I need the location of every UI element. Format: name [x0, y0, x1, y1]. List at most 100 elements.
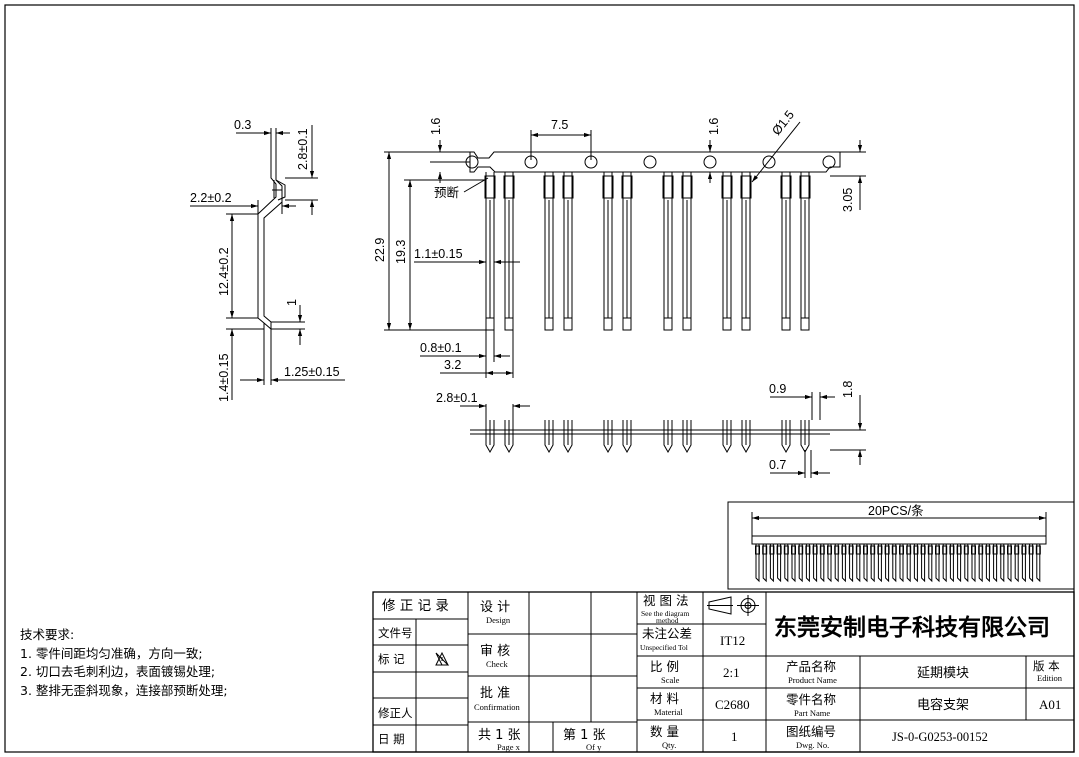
note-item: 2. 切口去毛刺利边，表面镀锡处理; — [20, 664, 216, 679]
part-name-label: 零件名称 — [786, 692, 836, 707]
strip-pin — [870, 544, 875, 583]
strip-pin-head — [805, 545, 811, 555]
strip-pin-head — [827, 545, 832, 555]
strip-pin — [978, 544, 983, 583]
strip-pin-head — [927, 545, 933, 555]
tolerance-value: IT12 — [720, 633, 745, 648]
strip-pin-head — [963, 545, 969, 555]
title-block-text: 修 正 记 录 文件号 标 记 修正人 日 期 设 计 Design 审 核 C… — [378, 593, 1063, 752]
date-label: 日 期 — [378, 732, 405, 746]
strip-pin-head — [1028, 545, 1034, 555]
front-dim-1-6-left: 1.6 — [429, 118, 443, 135]
qty-en: Qty. — [662, 740, 676, 750]
confirm-label: 批 准 — [480, 686, 510, 701]
product-name-en: Product Name — [788, 675, 837, 685]
qty-label: 数 量 — [650, 724, 679, 739]
front-view-dims: 1.6 7.5 1.6 Ø1.5 3.05 22.9 19.3 1.1±0.15… — [373, 108, 855, 372]
pin — [741, 172, 751, 331]
pilot-hole — [762, 155, 776, 169]
strip-pin — [1007, 544, 1012, 583]
strip-pin-head — [1014, 545, 1020, 555]
company-name: 东莞安制电子科技有限公司 — [774, 614, 1050, 641]
strip-pin-head — [971, 545, 976, 555]
bottom-pin — [603, 420, 613, 454]
pin-head — [621, 175, 633, 199]
strip-pin — [1000, 544, 1005, 583]
check-label: 审 核 — [480, 644, 510, 659]
note-item: 1. 零件间距均匀准确，方向一致; — [20, 645, 203, 661]
design-label: 设 计 — [480, 600, 510, 615]
strip-pin — [935, 544, 940, 583]
tolerance-label: 未注公差 — [642, 626, 692, 641]
side-view — [190, 125, 345, 400]
strip-pin — [1014, 544, 1019, 583]
total-sheets-label: 共 1 张 — [478, 728, 521, 743]
strip-pin — [971, 544, 976, 583]
bottom-dim-1-8: 1.8 — [841, 381, 855, 398]
side-dim-1-25: 1.25±0.15 — [284, 365, 340, 379]
notes-title: 技术要求: — [20, 627, 75, 642]
bottom-pins — [485, 420, 810, 454]
front-dim-7-5: 7.5 — [551, 118, 568, 132]
bottom-pin — [563, 420, 573, 454]
pin-head — [662, 175, 674, 199]
strip-pin — [820, 544, 825, 583]
bottom-dim-0-9: 0.9 — [769, 382, 786, 396]
strip-pin — [885, 544, 890, 583]
edition-label: 版 本 — [1033, 659, 1060, 673]
title-block-grid — [372, 591, 1075, 753]
bottom-pin — [622, 420, 632, 454]
bottom-view — [460, 392, 866, 478]
warning-triangle-icon — [435, 651, 450, 666]
strip-pins — [755, 544, 1041, 583]
strip-pin — [841, 544, 846, 583]
scale-en: Scale — [661, 675, 680, 685]
bottom-pin — [781, 420, 791, 454]
strip-pin-head — [985, 545, 991, 555]
carrier-strip — [469, 151, 841, 173]
strip-pin — [784, 544, 789, 583]
strip-pin — [1036, 544, 1041, 583]
strip-pin-head — [855, 545, 861, 555]
strip-pin — [798, 544, 803, 583]
strip-pin-head — [848, 545, 854, 555]
front-dim-1-6-right: 1.6 — [707, 118, 721, 135]
scale-label: 比 例 — [650, 659, 679, 674]
strip-pin — [849, 544, 854, 583]
side-dim-2-2: 2.2±0.2 — [190, 191, 232, 205]
strip-pin-head — [769, 545, 775, 555]
check-label-en: Check — [486, 659, 508, 669]
strip-pin-head — [1007, 545, 1012, 555]
strip-inset — [727, 501, 1075, 590]
strip-pin — [928, 544, 933, 583]
strip-pin-head — [776, 545, 782, 555]
side-profile — [257, 140, 283, 331]
side-view-dims: 0.3 2.8±0.1 2.2±0.2 12.4±0.2 1 1.4±0.15 … — [190, 118, 340, 402]
front-view — [384, 121, 866, 378]
strip-pin — [834, 544, 839, 583]
strip-pin — [777, 544, 782, 583]
dwg-no-en: Dwg. No. — [796, 740, 829, 750]
scale-value: 2:1 — [723, 665, 740, 680]
strip-quantity-label: 20PCS/条 — [868, 504, 924, 518]
pin-head — [602, 175, 614, 199]
strip-pin-head — [992, 545, 998, 555]
sheet-no-en: Of y — [586, 742, 602, 752]
front-dim-19-3: 19.3 — [394, 240, 408, 264]
view-method-label: 视 图 法 — [643, 593, 688, 608]
revision-record-header: 修 正 记 录 — [382, 598, 449, 614]
technical-notes: 技术要求: 1. 零件间距均匀准确，方向一致; 2. 切口去毛刺利边，表面镀锡处… — [20, 626, 228, 700]
strip-pin-head — [942, 545, 948, 555]
strip-pin-head — [819, 545, 825, 555]
material-label: 材 料 — [650, 691, 679, 706]
pin — [800, 172, 810, 331]
front-pins — [484, 172, 811, 331]
strip-pin — [755, 544, 760, 583]
pin — [603, 172, 613, 331]
strip-pin — [813, 544, 818, 583]
strip-pin-head — [783, 545, 789, 555]
material-en: Material — [654, 707, 683, 717]
bottom-view-dims: 2.8±0.1 0.9 1.8 0.7 — [436, 381, 855, 472]
break-label: 预断 — [434, 185, 459, 200]
sheet-no-label: 第 1 张 — [563, 728, 606, 743]
